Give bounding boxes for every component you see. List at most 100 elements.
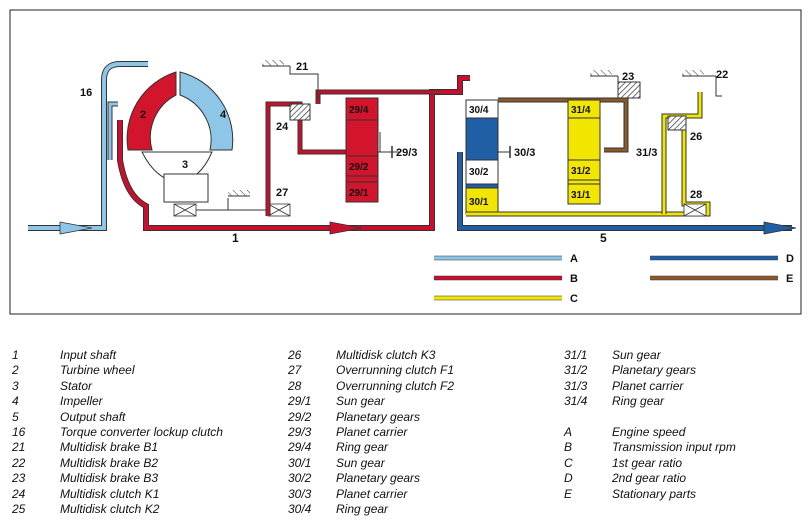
- legend-text: Multidisk clutch K2: [60, 501, 160, 516]
- stationary-link: [498, 97, 629, 153]
- legend-number: 3: [12, 378, 19, 393]
- legend-number: 23: [12, 471, 26, 486]
- legend-text: Output shaft: [60, 409, 126, 424]
- label-29-1: 29/1: [349, 188, 369, 199]
- clutch-k3: [667, 115, 687, 131]
- legend-number: 31/4: [564, 394, 588, 409]
- legend-number: 2: [12, 363, 19, 378]
- label-23: 23: [622, 71, 634, 83]
- legend-number: 31/1: [564, 348, 588, 362]
- label-31-2: 31/2: [571, 166, 591, 177]
- legend-number: 29/4: [288, 440, 312, 455]
- legend-text: Stator: [60, 378, 93, 393]
- diagram-frame: [9, 9, 802, 315]
- legend-number: B: [564, 440, 573, 455]
- legend-number: 21: [12, 440, 26, 455]
- legend-text: Ring gear: [336, 440, 389, 455]
- input-shaft-engine: [28, 61, 148, 235]
- transmission-diagram: A B C D E: [9, 9, 802, 315]
- legend-text: Transmission input rpm: [612, 440, 736, 455]
- impeller: [179, 71, 234, 151]
- label-28: 28: [690, 189, 702, 201]
- legend-text: 1st gear ratio: [612, 455, 683, 470]
- legend-number: 30/4: [288, 501, 312, 516]
- legend-text: Sun gear: [612, 348, 661, 362]
- label-26: 26: [690, 131, 702, 143]
- legend-text: Multidisk clutch K3: [336, 348, 436, 362]
- legend-number: E: [564, 486, 573, 501]
- key-label-c: C: [570, 293, 578, 305]
- legend-text: Planet carrier: [612, 378, 684, 393]
- legend-text: Turbine wheel: [60, 363, 135, 378]
- legend-number: 4: [12, 394, 19, 409]
- label-30-3: 30/3: [514, 147, 535, 159]
- legend-text: Input shaft: [60, 348, 117, 362]
- label-2: 2: [140, 109, 146, 121]
- legend-column-1: 1 Input shaft 2 Turbine wheel 3 Stator 4 Impell…: [12, 348, 272, 517]
- legend-row: 31/1 Sun gear: [564, 348, 804, 363]
- legend-row: 31/4 Ring gear: [564, 394, 804, 409]
- legend-text: Stationary parts: [612, 486, 697, 501]
- legend-text: Overrunning clutch F2: [336, 378, 455, 393]
- key-label-b: B: [570, 273, 578, 285]
- legend-text: Multidisk brake B2: [60, 455, 159, 470]
- legend-text: Planetary gears: [612, 363, 697, 378]
- output-arrow: [763, 221, 797, 235]
- label-31-4: 31/4: [571, 105, 591, 116]
- legend-row: [564, 410, 804, 425]
- label-29-4: 29/4: [349, 105, 369, 116]
- legend-text: Impeller: [60, 394, 103, 409]
- legend-text: Planet carrier: [336, 424, 408, 439]
- legend-number: 27: [288, 363, 302, 378]
- legend-row: 2 Turbine wheel: [12, 363, 272, 378]
- legend-text: Multidisk clutch K1: [60, 486, 160, 501]
- parts-legend: 1 Input shaft 2 Turbine wheel 3 Stator 4 Impell…: [0, 340, 812, 524]
- legend-text: Overrunning clutch F1: [336, 363, 455, 378]
- legend-row: 27 Overrunning clutch F1: [288, 363, 548, 378]
- legend-text: Torque converter lockup clutch: [60, 424, 223, 439]
- legend-number: 1: [12, 348, 19, 362]
- legend-number: 30/3: [288, 486, 312, 501]
- label-27: 27: [276, 187, 288, 199]
- legend-text: Multidisk brake B3: [60, 471, 159, 486]
- legend-row: 4 Impeller: [12, 394, 272, 409]
- brake-b2: [667, 70, 722, 217]
- legend-text: Planetary gears: [336, 471, 421, 486]
- legend-number: 29/2: [288, 409, 312, 424]
- legend-number: 31/3: [564, 378, 588, 393]
- label-29-2: 29/2: [349, 162, 369, 173]
- brake-b3: [590, 70, 641, 99]
- legend-text: Ring gear: [612, 394, 665, 409]
- label-29-3: 29/3: [396, 147, 417, 159]
- legend-text: Sun gear: [336, 394, 385, 409]
- label-5: 5: [600, 231, 607, 245]
- label-22: 22: [716, 69, 728, 81]
- legend-text: Engine speed: [612, 424, 686, 439]
- legend-number: 29/3: [288, 424, 312, 439]
- legend-row: 29/4 Ring gear: [288, 440, 548, 455]
- key-label-d: D: [786, 253, 794, 265]
- clutch-k1: [289, 103, 311, 121]
- planetary-set-31: [466, 92, 711, 217]
- label-30-4: 30/4: [469, 105, 489, 116]
- key-label-e: E: [786, 273, 793, 285]
- key-label-a: A: [570, 253, 578, 265]
- planetary-set-30: [457, 99, 797, 235]
